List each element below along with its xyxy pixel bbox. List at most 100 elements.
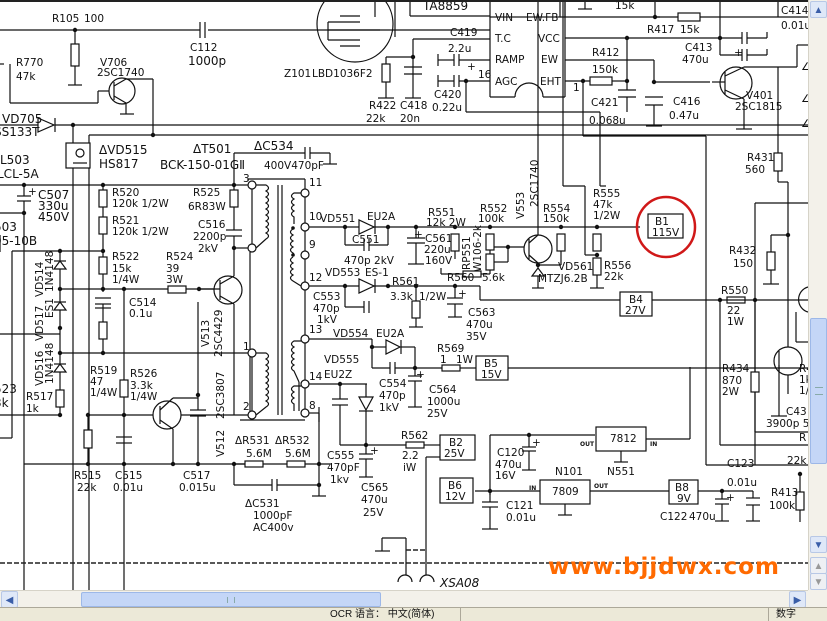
c561-label: C561	[425, 233, 452, 245]
v401-label: V401	[746, 90, 773, 102]
t501-transformer: 3 11 10 9 12 1 13 14 2 8	[234, 173, 323, 422]
vd555-value: EU2Z	[324, 369, 352, 381]
c416-label: C416	[673, 96, 701, 108]
highlight-circle	[635, 195, 697, 259]
c551-value: 470p 2kV	[344, 255, 395, 267]
t501-label: ΔT501	[193, 142, 231, 156]
c565-value: 470u	[361, 494, 388, 506]
c433-label: C43	[786, 406, 807, 418]
ic-pin-tc: T.C	[494, 33, 511, 45]
b4-voltage: 27V	[625, 305, 646, 317]
z101-group: Z101 LBD1036F2	[284, 2, 396, 80]
scroll-down-button[interactable]: ▼	[810, 536, 827, 553]
scroll-up-secondary-button[interactable]: ▲	[810, 557, 827, 574]
lower-left-group: R519 47 1/4W R526 3.3k 1/4W R515 22k C51…	[24, 302, 250, 494]
ic-pin-vcc: VCC	[538, 33, 560, 45]
vd554-label: VD554	[333, 328, 369, 340]
b1-label: B1	[655, 216, 669, 228]
scroll-up-button[interactable]: ▲	[810, 1, 827, 18]
r550-group: R550 22 1W R434 870 2W 3900p 5 C43 R4 1k…	[717, 285, 808, 446]
c121-value: 0.01u	[506, 512, 536, 524]
r562-label: R562	[401, 430, 428, 442]
r522-rating: 1/4W	[112, 274, 140, 286]
b2-voltage-box[interactable]: B2 25V	[439, 434, 476, 461]
bleeder-group: ΔR531 5.6M ΔR532 5.6M ΔC531 1000pF AC400…	[233, 407, 330, 534]
r562-rating: iW	[403, 462, 417, 474]
b5-voltage-box[interactable]: B5 15V	[475, 355, 509, 381]
c563-value: 470u	[466, 319, 493, 331]
v513-value: 2SC4429	[213, 310, 225, 357]
n551-value: 7812	[610, 433, 637, 445]
ic-pin-ew: EW	[541, 54, 559, 66]
r552-value: 100k	[478, 213, 505, 225]
z101-value: LBD1036F2	[312, 68, 373, 80]
vd517-label: VD517	[34, 306, 46, 341]
horizontal-scroll-thumb[interactable]	[81, 592, 381, 607]
c419-value: 2.2u	[448, 43, 471, 55]
c418-label: C418	[400, 100, 427, 112]
vd554-value: EU2A	[376, 328, 405, 340]
b1-voltage: 115V	[652, 227, 680, 239]
b6-voltage-box[interactable]: B6 12V	[439, 477, 474, 504]
v706-value: 2SC1740	[97, 67, 144, 79]
c517-label: C517	[183, 470, 210, 482]
r550-value: 22	[727, 305, 740, 317]
r554-label: R554	[543, 203, 571, 215]
r770-label: R770	[16, 57, 43, 69]
scroll-right-button[interactable]: ▶	[789, 591, 806, 608]
c413-plus: +	[734, 47, 743, 59]
c419-plus: +	[467, 61, 476, 73]
t501-pin-9: 9	[309, 239, 316, 251]
r434-rating: 2W	[722, 386, 740, 398]
r531-label: ΔR531	[235, 435, 270, 447]
regulator-section: + C120 470u 16V 7812 OUT IN N551 C121 0.…	[475, 367, 808, 530]
secondary-vertical-scrollbar[interactable]: ▲ ▼	[808, 556, 827, 590]
v553-transistor	[523, 234, 553, 264]
r520-value: 120k 1/2W	[112, 198, 169, 210]
xsa08-connector: XSA08	[0, 537, 808, 590]
thumb-grip-icon	[227, 597, 235, 603]
vd561-label: VD561	[558, 261, 593, 273]
b8-label: B8	[675, 482, 689, 494]
horizontal-scrollbar[interactable]: ◀ ▶	[0, 590, 808, 608]
v401-value: 2SC1815	[735, 101, 782, 113]
r522-value: 15k	[112, 263, 132, 275]
c507-rating: 450V	[38, 210, 70, 224]
vertical-scroll-thumb[interactable]	[810, 318, 827, 464]
c507-value: 330u	[38, 199, 69, 213]
r552-label: R552	[480, 203, 507, 215]
b8-voltage-box[interactable]: B8 9V	[668, 479, 699, 505]
c564-rating: 25V	[427, 408, 448, 420]
c564-label: C564	[429, 384, 457, 396]
scroll-down-secondary-button[interactable]: ▼	[810, 573, 827, 590]
r521-label: R521	[112, 215, 139, 227]
b1-voltage-box[interactable]: B1 115V	[635, 195, 697, 259]
vd517-value: ES1	[44, 298, 56, 318]
scroll-left-button[interactable]: ◀	[1, 591, 18, 608]
r520-label: R520	[112, 187, 139, 199]
c421-value: 0.068u	[589, 115, 626, 127]
b4-voltage-box[interactable]: B4 27V	[619, 291, 653, 317]
r556-label: R556	[604, 260, 632, 272]
r519-label: R519	[90, 365, 117, 377]
c515-value: 0.01u	[113, 482, 143, 494]
r524-rating: 3W	[166, 274, 184, 286]
vertical-scrollbar[interactable]: ▲ ▼	[808, 0, 827, 556]
vd553-label: VD553	[325, 267, 360, 279]
n101-value: 7809	[552, 486, 579, 498]
input-mode-status: 数字	[776, 609, 796, 620]
c414-label: C414	[781, 5, 808, 17]
vd514-value: 1N4148	[44, 251, 56, 292]
r561-rating: 1/2W	[419, 291, 447, 303]
status-divider	[768, 608, 769, 621]
r-top-value: 15k	[615, 2, 635, 12]
n101-in: IN	[529, 485, 536, 492]
c121-label: C121	[506, 500, 533, 512]
n101-regulator	[539, 479, 591, 505]
v513-label: V513	[200, 320, 212, 347]
c112-value: 1000p	[188, 54, 226, 68]
c563-label: C563	[468, 307, 495, 319]
c122-value: 470u	[689, 511, 716, 523]
c122-label: C122	[660, 511, 687, 523]
vd705-value: SS133T	[0, 125, 40, 139]
